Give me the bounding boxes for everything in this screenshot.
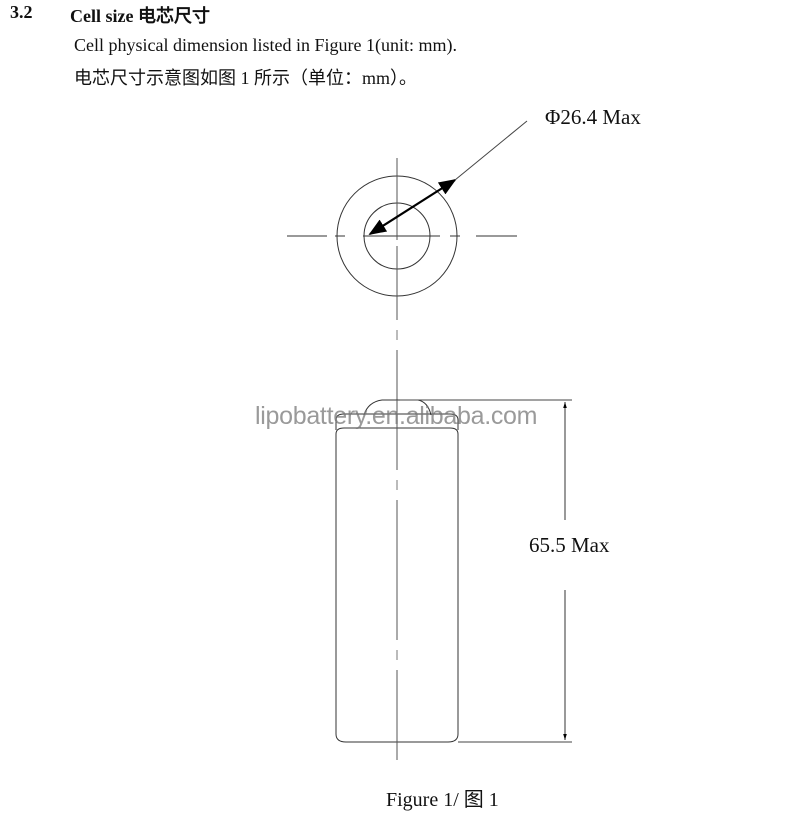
- leader-line: [454, 120, 528, 181]
- diameter-arrow: [368, 179, 457, 235]
- figure-caption: Figure 1/ 图 1: [386, 789, 499, 811]
- watermark: lipobattery.en.alibaba.com: [255, 402, 538, 430]
- side-view: [335, 399, 572, 760]
- section-number: 3.2: [10, 2, 33, 22]
- section-title: Cell size 电芯尺寸: [70, 6, 210, 26]
- diameter-label: Φ26.4 Max: [545, 105, 641, 129]
- description-english: Cell physical dimension listed in Figure…: [74, 35, 457, 55]
- description-chinese: 电芯尺寸示意图如图 1 所示（单位：mm）。: [74, 68, 418, 88]
- height-label: 65.5 Max: [529, 533, 610, 557]
- cell-body: [335, 427, 459, 743]
- top-view: [287, 120, 528, 400]
